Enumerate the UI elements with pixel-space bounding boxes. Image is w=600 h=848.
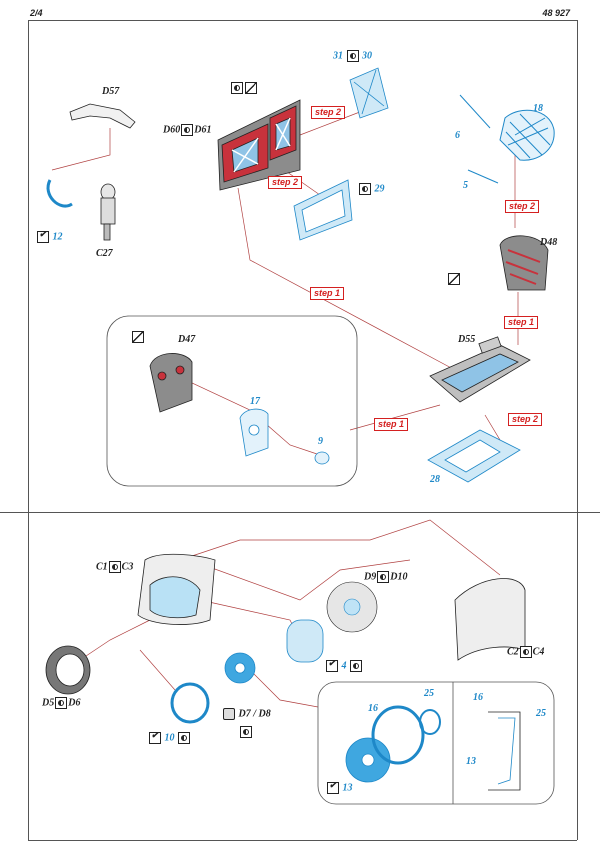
half-circle-icon (359, 183, 371, 195)
label-13-inset-b: 13 (466, 756, 476, 767)
top-border (28, 20, 577, 21)
check-icon (326, 658, 338, 672)
bottom-border (28, 840, 577, 841)
half-circle-icon (181, 124, 194, 136)
step1-a: step 1 (504, 316, 539, 329)
finish-icon-d47 (131, 331, 145, 343)
label-13-inset-a: 13 (326, 780, 353, 794)
finish-icons-top (230, 82, 258, 94)
step1-c: step 1 (374, 418, 409, 431)
step2-b: step 2 (268, 176, 303, 189)
label-6: 6 (455, 130, 460, 141)
label-18: 18 (533, 103, 543, 114)
finish-icon-d7 (239, 726, 253, 738)
label-part-4: 4 (325, 658, 363, 672)
half-circle-icon (346, 50, 359, 62)
label-17: 17 (250, 396, 260, 407)
sub-assembly-icon (223, 708, 235, 720)
half-circle-icon (377, 571, 390, 583)
label-d55: D55 (458, 334, 476, 345)
kit-number: 48 927 (542, 8, 570, 18)
label-part-12: 12 (36, 229, 63, 243)
half-circle-icon (55, 697, 68, 709)
label-d48: D48 (540, 237, 558, 248)
step2-c: step 2 (505, 200, 540, 213)
diagonal-icon (132, 331, 144, 343)
label-9: 9 (318, 436, 323, 447)
diagonal-icon (448, 273, 460, 285)
label-16-inset-b: 16 (473, 692, 483, 703)
label-25-inset-a: 25 (424, 688, 434, 699)
half-circle-icon (231, 82, 243, 94)
half-circle-icon (350, 660, 362, 672)
label-part-10: 10 (148, 730, 191, 744)
diagonal-icon (245, 82, 257, 94)
label-d57: D57 (102, 86, 120, 97)
label-5: 5 (463, 180, 468, 191)
check-icon (149, 730, 161, 744)
label-d7-d8: D7 / D8 (222, 708, 271, 720)
half-circle-icon (178, 732, 190, 744)
label-c27: C27 (96, 248, 113, 259)
label-25-inset-b: 25 (536, 708, 546, 719)
label-31-30: 31 30 (333, 50, 372, 62)
page-number: 2/4 (30, 8, 43, 18)
label-28: 28 (430, 474, 440, 485)
label-16-inset-a: 16 (368, 703, 378, 714)
page-frame (28, 20, 578, 840)
half-circle-icon (108, 561, 121, 573)
check-icon (327, 780, 339, 794)
step1-b: step 1 (310, 287, 345, 300)
section-divider (0, 512, 600, 513)
finish-icon-d48 (447, 273, 461, 285)
label-29: 29 (358, 183, 385, 195)
half-circle-icon (240, 726, 252, 738)
label-d47: D47 (178, 334, 196, 345)
step2-d: step 2 (508, 413, 543, 426)
step2-a: step 2 (311, 106, 346, 119)
check-icon (37, 229, 49, 243)
half-circle-icon (519, 646, 532, 658)
